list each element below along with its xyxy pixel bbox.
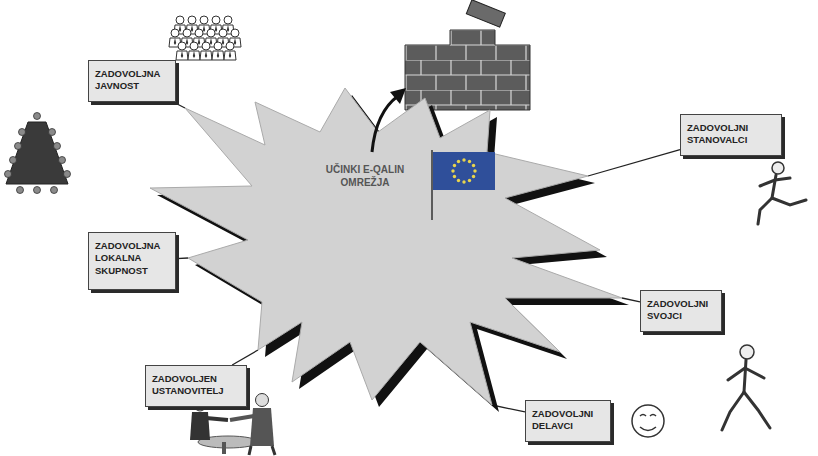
walking-man-illustration (722, 345, 770, 430)
connector-line (176, 257, 188, 259)
box-label: ZADOVOLJNI STANOVALCI (687, 122, 775, 147)
box-label: ZADOVOLJNA LOKALNA SKUPNOST (95, 240, 169, 277)
smiley-illustration (632, 405, 664, 437)
center-title: UČINKI E-QALIN OMREŽJA (315, 163, 415, 189)
brick-wall-illustration (405, 0, 530, 110)
conference-table-illustration (5, 113, 71, 194)
box-label: ZADOVOLJEN USTANOVITELJ (152, 373, 240, 398)
box-label: ZADOVOLJNI DELAVCI (532, 408, 604, 433)
crowd-illustration (169, 16, 241, 60)
arrow-head (390, 88, 406, 104)
box-label: ZADOVOLJNA JAVNOST (95, 68, 169, 93)
connector-line (588, 150, 680, 176)
label-box: ZADOVOLJEN USTANOVITELJ (145, 365, 247, 407)
connector-line (232, 350, 258, 365)
box-label: ZADOVOLJNI SVOJCI (647, 298, 715, 323)
connector-line (173, 102, 185, 108)
running-man-illustration (758, 162, 806, 224)
curved-arrow (372, 96, 398, 152)
label-box: ZADOVOLJNI STANOVALCI (680, 114, 782, 156)
label-box: ZADOVOLJNA JAVNOST (88, 60, 176, 102)
label-box: ZADOVOLJNI SVOJCI (640, 290, 722, 332)
starburst-fill (150, 88, 622, 405)
label-box: ZADOVOLJNA LOKALNA SKUPNOST (88, 232, 176, 290)
eu-flag (432, 150, 495, 220)
label-box: ZADOVOLJNI DELAVCI (525, 400, 611, 442)
connector-line (622, 298, 640, 302)
